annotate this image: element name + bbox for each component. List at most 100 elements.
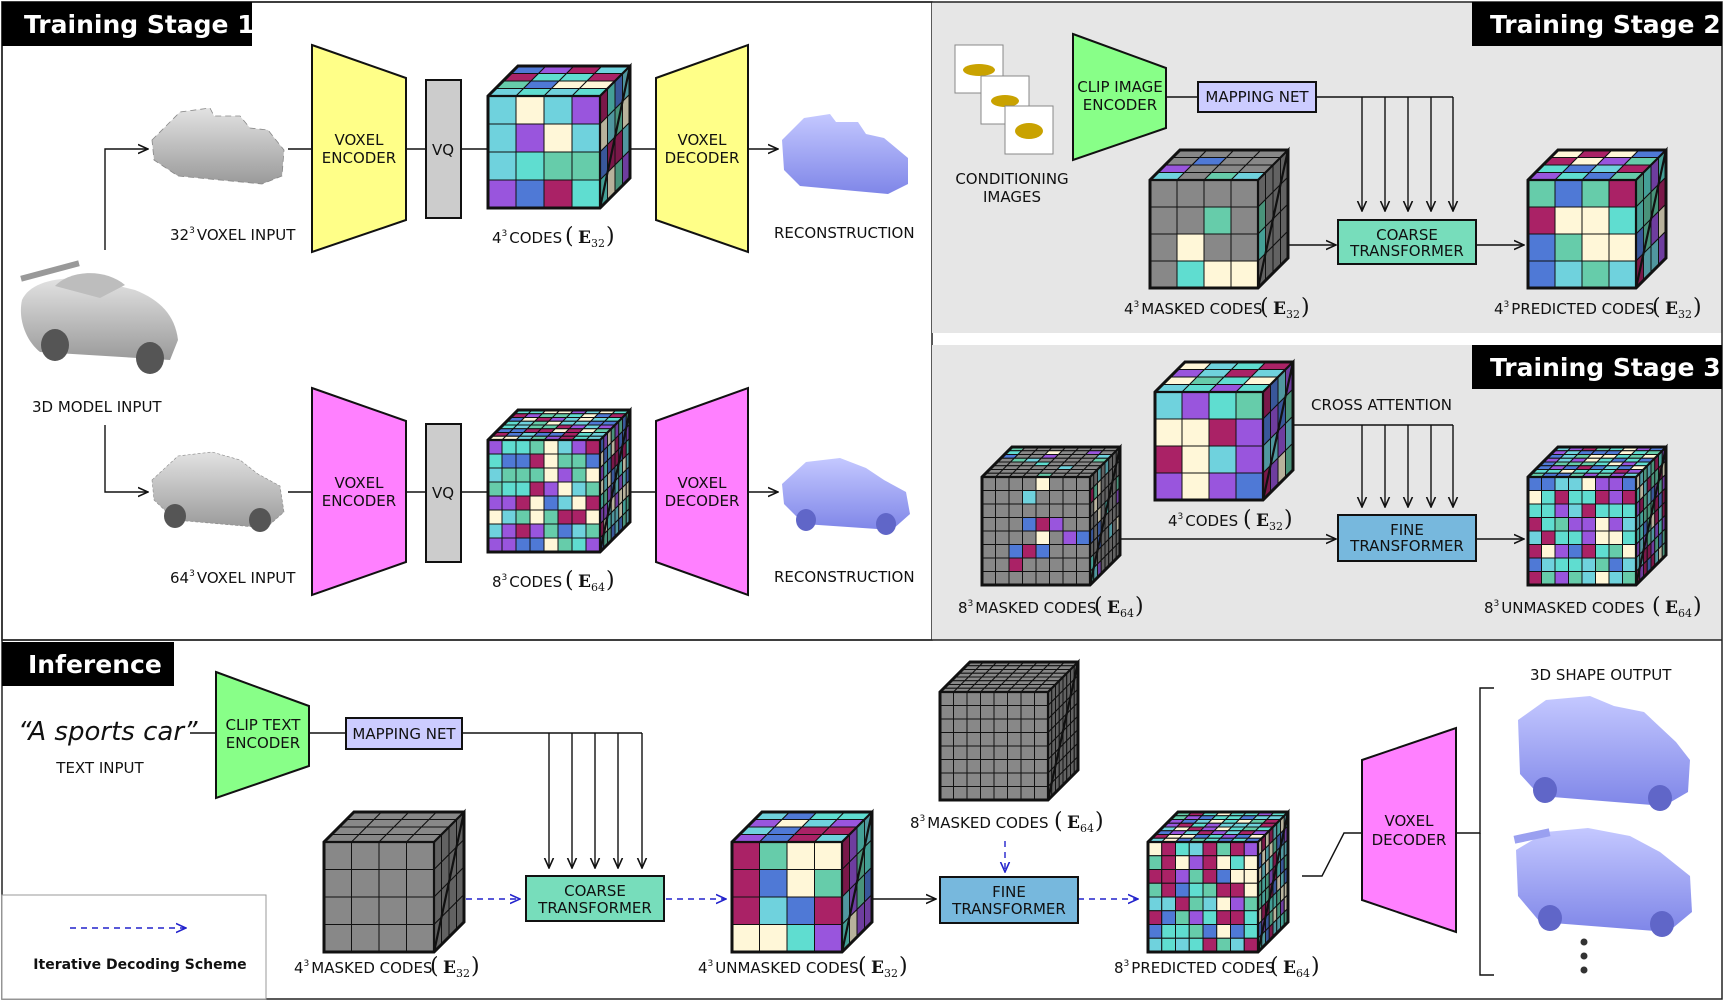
svg-text:): ) xyxy=(1095,809,1104,834)
svg-text:ENCODER: ENCODER xyxy=(322,492,396,510)
svg-text:E: E xyxy=(1283,958,1296,978)
inference-masked-cube-8 xyxy=(938,658,1080,802)
svg-text:(: ( xyxy=(1260,295,1269,320)
inference-voxel-decoder: VOXEL DECODER xyxy=(1361,726,1457,934)
reconstruction-64-image xyxy=(782,458,910,535)
clip-image-encoder: CLIP IMAGE ENCODER xyxy=(1072,32,1167,162)
inference-dashed-connectors xyxy=(466,841,1138,899)
svg-text:32: 32 xyxy=(1678,308,1692,321)
conditioning-label-1: CONDITIONING xyxy=(955,170,1068,188)
svg-text:32: 32 xyxy=(591,237,605,250)
svg-text:DECODER: DECODER xyxy=(665,149,740,167)
svg-text:E: E xyxy=(1273,299,1286,319)
stage3-codes-cube-4 xyxy=(1153,358,1295,502)
stage3-fine-transformer: FINE TRANSFORMER xyxy=(1337,514,1477,562)
stage1-title-bg xyxy=(2,2,252,46)
inference-connectors xyxy=(190,687,1494,976)
legend-box: Iterative Decoding Scheme xyxy=(1,894,267,1000)
3d-model-input-image xyxy=(20,260,179,374)
inference-fine-transformer: FINE TRANSFORMER xyxy=(939,876,1079,924)
svg-text:64: 64 xyxy=(1678,607,1692,620)
svg-text:E: E xyxy=(443,958,456,978)
voxel-input-32-image xyxy=(151,107,285,185)
svg-text:): ) xyxy=(471,954,480,979)
stage1-voxel-decoder-64: VOXEL DECODER xyxy=(655,386,749,597)
svg-text:ENCODER: ENCODER xyxy=(1083,96,1157,114)
stage2-connectors xyxy=(1166,96,1524,245)
svg-text:): ) xyxy=(899,954,908,979)
stage3-title-bg xyxy=(1472,345,1722,389)
svg-text:E: E xyxy=(578,572,591,592)
svg-text:): ) xyxy=(1311,954,1320,979)
legend-label: Iterative Decoding Scheme xyxy=(33,957,246,973)
svg-text:(: ( xyxy=(858,954,867,979)
svg-text:): ) xyxy=(1135,594,1144,619)
text-input-label: TEXT INPUT xyxy=(55,759,144,777)
svg-text:TRANSFORMER: TRANSFORMER xyxy=(1349,537,1464,555)
shape-output-label: 3D SHAPE OUTPUT xyxy=(1530,666,1672,684)
stage3-title: Training Stage 3 xyxy=(1490,353,1721,382)
svg-text:E: E xyxy=(1665,299,1678,319)
svg-text:): ) xyxy=(1284,507,1293,532)
svg-text:ENCODER: ENCODER xyxy=(322,149,396,167)
svg-text:DECODER: DECODER xyxy=(1372,831,1447,849)
svg-text:): ) xyxy=(1693,594,1702,619)
text-input-quote: “A sports car” xyxy=(18,717,198,747)
svg-text:(: ( xyxy=(430,954,439,979)
svg-text:COARSE: COARSE xyxy=(564,882,626,900)
svg-text:E: E xyxy=(1107,598,1120,618)
svg-text:COARSE: COARSE xyxy=(1376,226,1438,244)
svg-text:TRANSFORMER: TRANSFORMER xyxy=(1349,242,1464,260)
reconstruction-32-label: RECONSTRUCTION xyxy=(774,224,915,242)
svg-text:(: ( xyxy=(1054,809,1063,834)
svg-text:MAPPING NET: MAPPING NET xyxy=(1205,88,1309,106)
svg-text:(: ( xyxy=(1270,954,1279,979)
svg-text:32: 32 xyxy=(456,967,470,980)
voxel-input-64-image xyxy=(151,451,285,532)
stage2-title-bg xyxy=(1472,2,1722,46)
stage1-vq-64: VQ xyxy=(425,423,462,563)
svg-text:E: E xyxy=(871,958,884,978)
inference-masked-cube-4 xyxy=(322,808,466,954)
svg-text:FINE: FINE xyxy=(1390,521,1424,539)
stage3-masked-cube-8 xyxy=(980,443,1122,587)
inference-unmasked-cube-4 xyxy=(730,808,874,954)
svg-text:(: ( xyxy=(1243,507,1252,532)
stage1-connectors xyxy=(104,149,778,492)
svg-text:VOXEL: VOXEL xyxy=(678,474,728,492)
svg-text:ENCODER: ENCODER xyxy=(226,734,300,752)
stage1-voxel-encoder-64: VOXEL ENCODER xyxy=(311,386,407,597)
svg-text:64: 64 xyxy=(1296,967,1310,980)
stage2-coarse-transformer: COARSE TRANSFORMER xyxy=(1337,219,1477,265)
inference-coarse-transformer: COARSE TRANSFORMER xyxy=(525,875,665,922)
conditioning-label-2: IMAGES xyxy=(983,188,1041,206)
stage1-vq-32: VQ xyxy=(425,79,462,219)
more-outputs-ellipsis-icon xyxy=(1580,938,1588,974)
svg-text:): ) xyxy=(606,224,615,249)
svg-text:(: ( xyxy=(1652,295,1661,320)
stage2-title: Training Stage 2 xyxy=(1490,10,1721,39)
inference-title: Inference xyxy=(28,650,162,679)
stage2-predicted-cube-4 xyxy=(1526,146,1668,290)
svg-text:E: E xyxy=(1256,511,1269,531)
svg-text:TRANSFORMER: TRANSFORMER xyxy=(537,899,652,917)
stage3-connectors xyxy=(1120,424,1524,539)
stage1-title: Training Stage 1 xyxy=(24,10,255,39)
